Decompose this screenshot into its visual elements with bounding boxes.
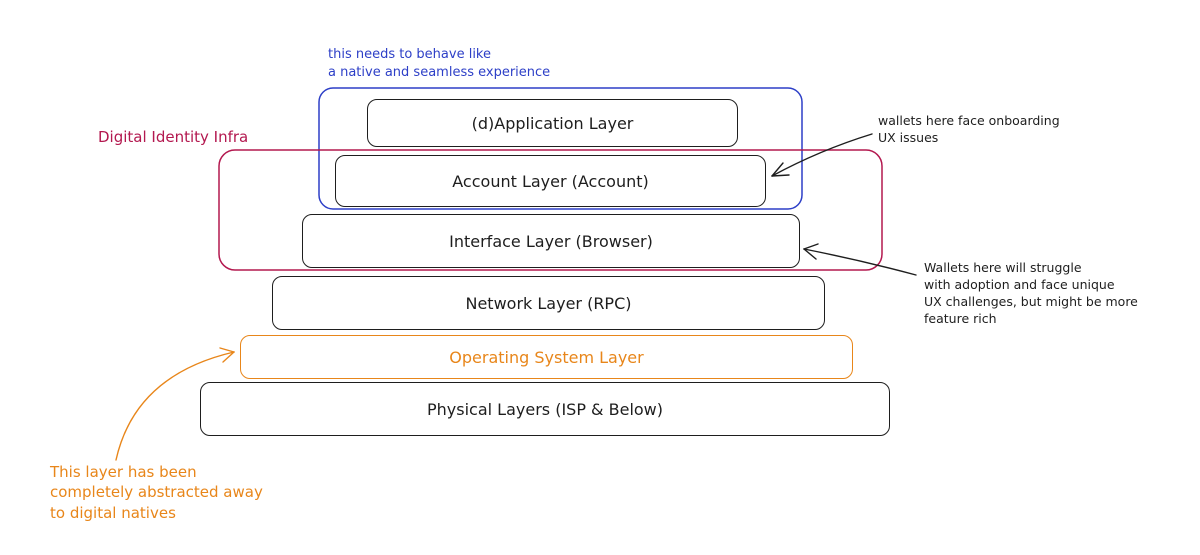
note-line: to digital natives <box>50 503 176 522</box>
note-line: UX issues <box>878 129 939 145</box>
layer-label: Physical Layers (ISP & Below) <box>427 399 663 419</box>
layer-label: Operating System Layer <box>449 347 644 367</box>
note-line: wallets here face onboarding <box>878 113 1060 128</box>
abstracted-layer-note: This layer has been completely abstracte… <box>50 462 263 523</box>
account-layer: Account Layer (Account) <box>335 155 766 207</box>
note-line: UX challenges, but might be more <box>924 293 1138 309</box>
operating-system-layer: Operating System Layer <box>240 335 853 379</box>
physical-layers: Physical Layers (ISP & Below) <box>200 382 890 436</box>
note-line: this needs to behave like <box>328 47 491 62</box>
note-line: Digital Identity Infra <box>98 128 249 146</box>
digital-identity-label: Digital Identity Infra <box>98 127 248 147</box>
native-experience-note: this needs to behave like a native and s… <box>328 46 550 81</box>
note-line: a native and seamless experience <box>328 64 551 80</box>
arrow-to-account-layer <box>771 133 873 177</box>
note-line: with adoption and face unique <box>924 276 1115 292</box>
onboarding-ux-note: wallets here face onboarding UX issues <box>878 113 1060 147</box>
layer-label: Interface Layer (Browser) <box>449 231 653 251</box>
arrow-to-interface-layer <box>803 243 917 276</box>
layer-label: Account Layer (Account) <box>452 171 649 191</box>
note-line: feature rich <box>924 310 997 326</box>
application-layer: (d)Application Layer <box>367 99 738 147</box>
network-layer: Network Layer (RPC) <box>272 276 825 330</box>
interface-layer: Interface Layer (Browser) <box>302 214 800 268</box>
adoption-challenges-note: Wallets here will struggle with adoption… <box>924 260 1138 328</box>
layer-label: Network Layer (RPC) <box>465 293 632 313</box>
note-line: completely abstracted away <box>50 483 263 502</box>
layer-label: (d)Application Layer <box>471 113 634 133</box>
note-line: This layer has been <box>50 463 197 481</box>
note-line: Wallets here will struggle <box>924 260 1082 275</box>
